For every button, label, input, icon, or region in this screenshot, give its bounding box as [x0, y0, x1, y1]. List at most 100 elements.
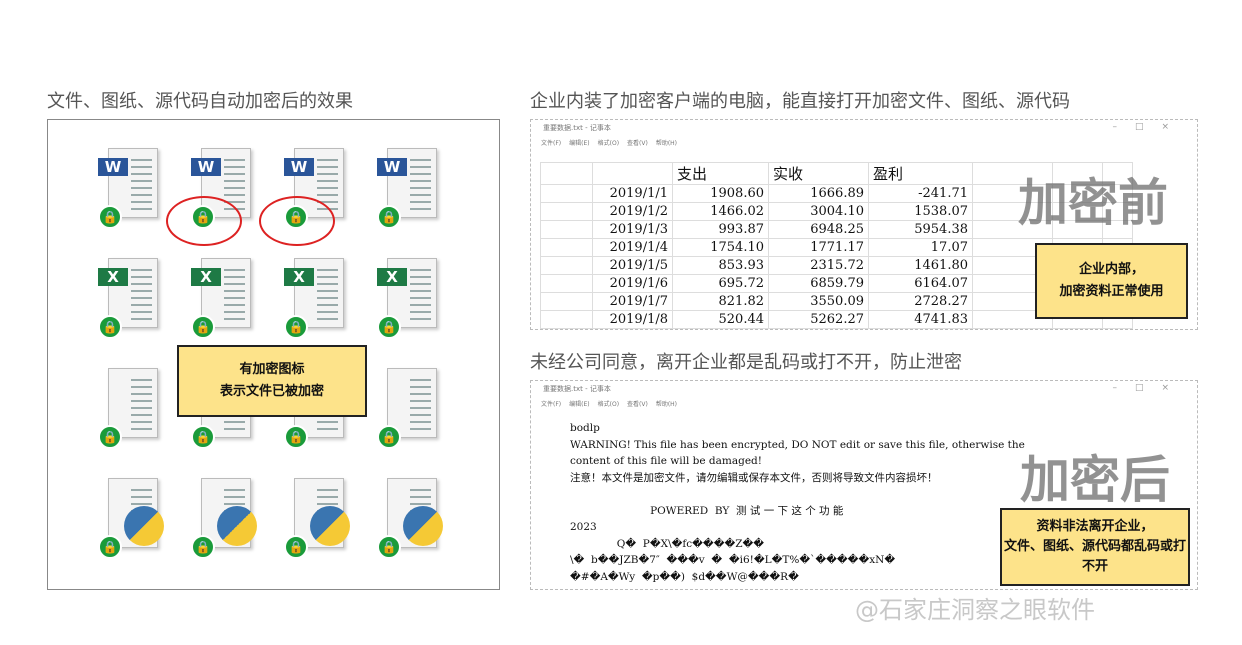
menu-file[interactable]: 文件(F)	[541, 401, 562, 408]
table-cell: 2019/1/7	[592, 292, 673, 311]
lock-icon: 🔒	[377, 315, 401, 339]
python-file-icon[interactable]: 🔒	[191, 478, 261, 559]
python-icon	[217, 506, 257, 546]
note-line: 资料非法离开企业，	[1036, 519, 1154, 534]
before-overlay: 加密前	[1018, 174, 1168, 232]
python-file-icon[interactable]: 🔒	[377, 478, 447, 559]
menu-format[interactable]: 格式(O)	[597, 140, 620, 147]
table-cell: 6164.07	[868, 274, 973, 293]
table-cell: 2019/1/3	[592, 220, 673, 239]
word-badge-icon: W	[284, 158, 314, 176]
menu-help[interactable]: 帮助(H)	[655, 401, 678, 408]
window-title: 重要数据.txt - 记事本	[543, 124, 611, 132]
text-line: Q� P�X\�fc����Z��	[570, 537, 765, 550]
lock-icon: 🔒	[377, 205, 401, 229]
text-line: POWERED BY 测 试 一 下 这 个 功 能	[570, 504, 844, 517]
menu-edit[interactable]: 编辑(E)	[569, 140, 590, 147]
text-line: content of this file will be damaged!	[570, 455, 762, 467]
table-cell: 1538.07	[868, 202, 973, 221]
python-file-icon[interactable]: 🔒	[284, 478, 354, 559]
menu-view[interactable]: 查看(V)	[627, 401, 648, 408]
after-overlay: 加密后	[1020, 451, 1170, 509]
table-cell: 6859.79	[768, 274, 869, 293]
highlight-circle	[166, 196, 242, 246]
excel-badge-icon: X	[191, 268, 221, 286]
menu-help[interactable]: 帮助(H)	[655, 140, 678, 147]
menu-bar: 文件(F) 编辑(E) 格式(O) 查看(V) 帮助(H)	[531, 136, 1197, 148]
table-cell: 2019/1/5	[592, 256, 673, 275]
window-title: 重要数据.txt - 记事本	[543, 385, 611, 393]
table-cell: 1466.02	[672, 202, 769, 221]
table-cell: 4741.83	[868, 310, 973, 329]
lock-icon: 🔒	[98, 535, 122, 559]
blank-file-icon[interactable]: 🔒	[377, 368, 447, 449]
text-line: 注意！本文件是加密文件，请勿编辑或保存本文件，否则将导致文件内容损坏！	[570, 471, 938, 484]
table-cell: 853.93	[672, 256, 769, 275]
table-cell: 2019/1/8	[592, 310, 673, 329]
bottom-section-title: 未经公司同意，离开企业都是乱码或打不开，防止泄密	[530, 352, 962, 373]
lock-icon: 🔒	[377, 425, 401, 449]
table-cell: 3004.10	[768, 202, 869, 221]
window-controls[interactable]: –□×	[1112, 383, 1187, 393]
python-file-icon[interactable]: 🔒	[98, 478, 168, 559]
internal-use-note: 企业内部， 加密资料正常使用	[1035, 243, 1188, 319]
lock-icon: 🔒	[191, 535, 215, 559]
lock-icon: 🔒	[191, 425, 215, 449]
table-cell	[540, 274, 593, 293]
table-cell	[540, 238, 593, 257]
note-line: 表示文件已被加密	[219, 384, 324, 399]
menu-format[interactable]: 格式(O)	[597, 401, 620, 408]
excel-file-icon[interactable]: X🔒	[191, 258, 261, 339]
table-cell: 3550.09	[768, 292, 869, 311]
excel-file-icon[interactable]: X🔒	[377, 258, 447, 339]
table-cell	[540, 202, 593, 221]
menu-view[interactable]: 查看(V)	[627, 140, 648, 147]
text-line: \� b��JZB�7″ ���v � �i6!�L�T%�`�����xN�	[570, 554, 896, 566]
lock-icon: 🔒	[98, 205, 122, 229]
lock-icon: 🔒	[284, 315, 308, 339]
lock-icon: 🔒	[284, 535, 308, 559]
header-cell: 实收	[768, 162, 869, 185]
lock-icon: 🔒	[98, 425, 122, 449]
word-file-icon[interactable]: W🔒	[98, 148, 168, 229]
top-section-title: 企业内装了加密客户端的电脑，能直接打开加密文件、图纸、源代码	[530, 91, 1070, 112]
table-cell: 2019/1/2	[592, 202, 673, 221]
excel-file-icon[interactable]: X🔒	[98, 258, 168, 339]
table-cell: 1908.60	[672, 184, 769, 203]
word-badge-icon: W	[377, 158, 407, 176]
lock-icon: 🔒	[98, 315, 122, 339]
text-line: bodlp	[570, 422, 600, 434]
blank-file-icon[interactable]: 🔒	[98, 368, 168, 449]
table-cell: 993.87	[672, 220, 769, 239]
excel-file-icon[interactable]: X🔒	[284, 258, 354, 339]
table-cell: 2019/1/4	[592, 238, 673, 257]
header-cell: 支出	[672, 162, 769, 185]
python-icon	[124, 506, 164, 546]
table-cell: 695.72	[672, 274, 769, 293]
menu-file[interactable]: 文件(F)	[541, 140, 562, 147]
lock-icon: 🔒	[191, 315, 215, 339]
window-controls[interactable]: –□×	[1112, 122, 1187, 132]
highlight-circle	[259, 196, 335, 246]
table-cell: 2728.27	[868, 292, 973, 311]
table-cell: 2019/1/1	[592, 184, 673, 203]
table-cell	[540, 310, 593, 329]
lock-icon: 🔒	[284, 425, 308, 449]
encryption-icon-note: 有加密图标 表示文件已被加密	[177, 345, 367, 417]
note-line: 加密资料正常使用	[1059, 284, 1164, 299]
table-cell: 17.07	[868, 238, 973, 257]
text-line: �#�A�Wy �p��) $d��W@���R�	[570, 570, 799, 583]
word-badge-icon: W	[98, 158, 128, 176]
note-line: 企业内部，	[1078, 262, 1144, 277]
excel-badge-icon: X	[377, 268, 407, 286]
table-cell: 6948.25	[768, 220, 869, 239]
word-file-icon[interactable]: W🔒	[377, 148, 447, 229]
text-line: WARNING! This file has been encrypted, D…	[570, 438, 1025, 451]
table-cell: 1666.89	[768, 184, 869, 203]
menu-edit[interactable]: 编辑(E)	[569, 401, 590, 408]
table-cell: 1754.10	[672, 238, 769, 257]
